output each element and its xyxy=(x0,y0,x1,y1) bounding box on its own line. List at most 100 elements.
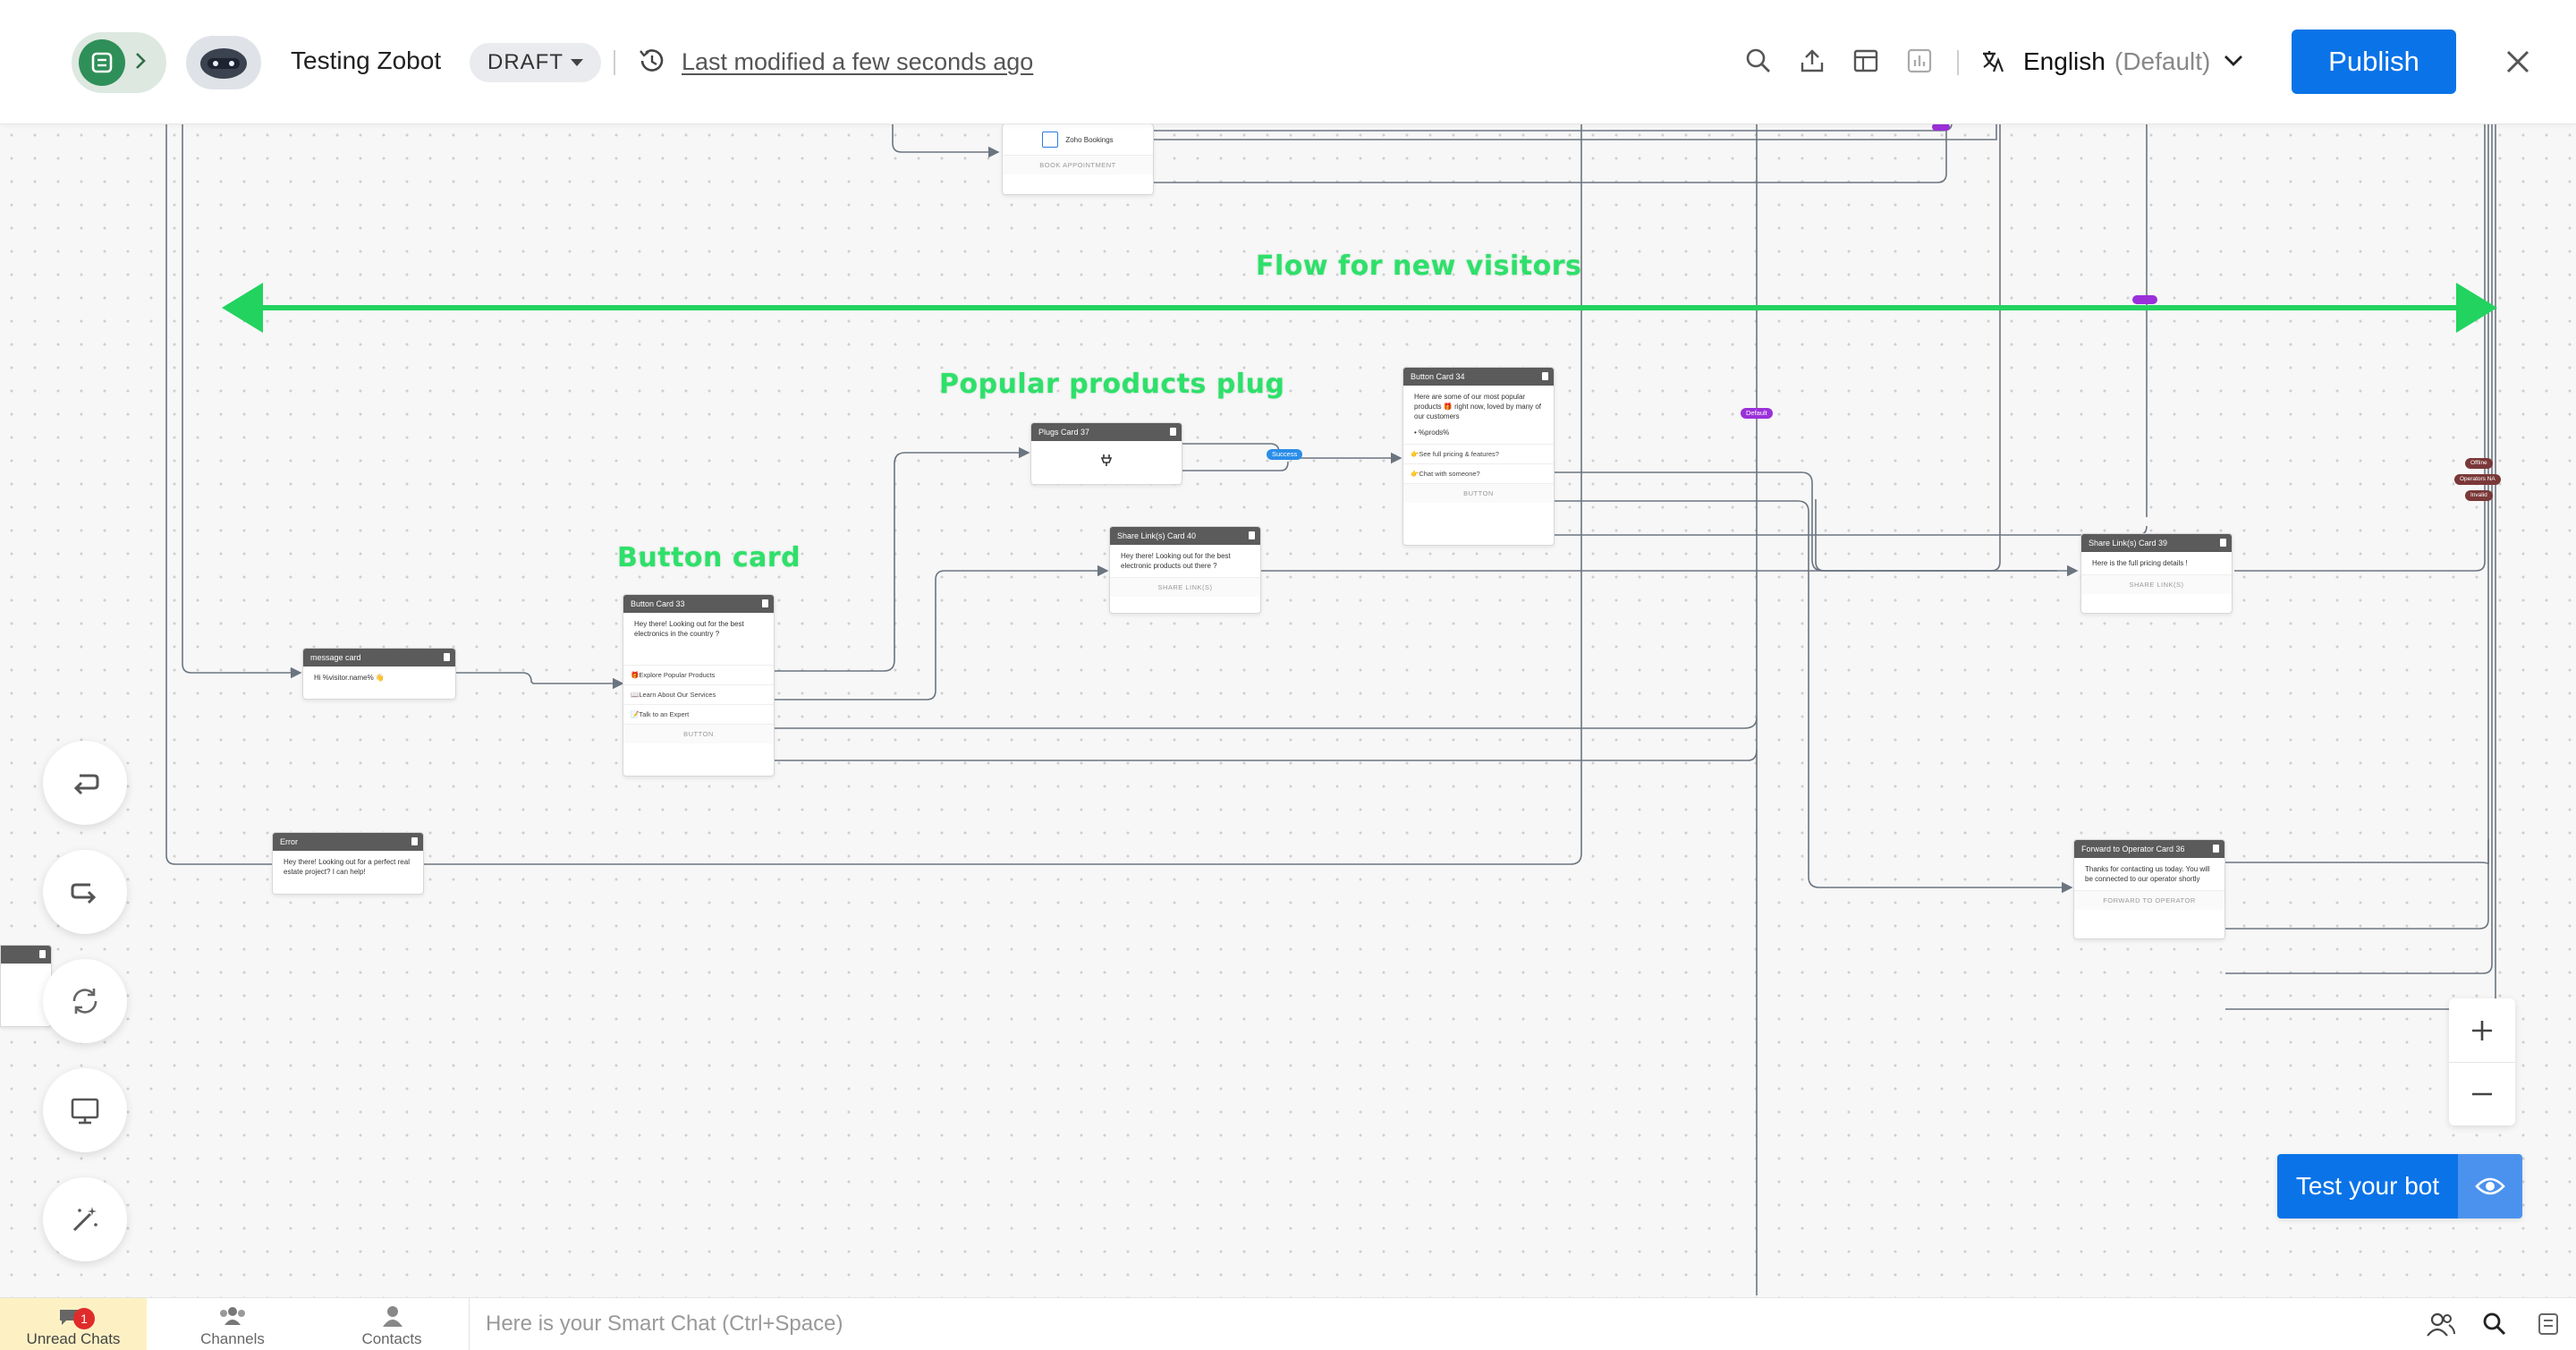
zoho-bookings-title: Zoho Bookings xyxy=(1065,135,1114,144)
card-footer: SHARE LINK(S) xyxy=(2081,574,2232,594)
layout-icon[interactable] xyxy=(1852,47,1880,80)
contacts-icon xyxy=(381,1305,404,1331)
delete-icon[interactable] xyxy=(39,950,46,958)
divider xyxy=(2449,1062,2515,1063)
plugs-card[interactable]: Plugs Card 37 xyxy=(1030,422,1182,485)
divider xyxy=(1957,50,1959,75)
delete-icon[interactable] xyxy=(411,837,418,845)
analytics-icon[interactable] xyxy=(1905,47,1934,80)
message-card[interactable]: message card Hi %visitor.name% 👋 xyxy=(302,648,456,700)
error-card[interactable]: Error Hey there! Looking out for a perfe… xyxy=(272,832,424,895)
test-bot-button[interactable]: Test your bot xyxy=(2277,1154,2522,1218)
tag-marker xyxy=(2132,295,2157,304)
caret-down-icon xyxy=(571,59,583,66)
language-default-tag: (Default) xyxy=(2114,47,2211,75)
preview-button[interactable] xyxy=(43,1068,127,1152)
zoho-bookings-card[interactable]: Zoho Bookings BOOK APPOINTMENT xyxy=(1002,123,1154,195)
unread-count-badge: 1 xyxy=(73,1308,95,1329)
card-title: Share Link(s) Card 39 xyxy=(2089,539,2168,548)
delete-icon[interactable] xyxy=(1249,531,1255,539)
test-bot-label[interactable]: Test your bot xyxy=(2277,1154,2458,1218)
delete-icon[interactable] xyxy=(1542,372,1548,380)
contacts-label: Contacts xyxy=(361,1330,422,1347)
redo-icon xyxy=(71,883,97,904)
language-selector-label[interactable]: English xyxy=(2023,47,2106,75)
flow-canvas[interactable]: Flow for new visitors Popular products p… xyxy=(0,123,2576,1297)
card-message: Hey there! Looking out for a perfect rea… xyxy=(284,858,410,876)
zoom-out-button[interactable] xyxy=(2449,1063,2515,1125)
refresh-icon xyxy=(72,989,97,1014)
zoom-controls xyxy=(2449,998,2515,1125)
card-title: Error xyxy=(280,837,298,846)
card-footer: BOOK APPOINTMENT xyxy=(1003,155,1153,174)
delete-icon[interactable] xyxy=(762,599,768,607)
history-icon[interactable] xyxy=(635,44,669,82)
delete-icon[interactable] xyxy=(444,653,450,661)
magic-wand-icon xyxy=(72,1207,97,1232)
translate-icon xyxy=(1980,48,2005,80)
refresh-button[interactable] xyxy=(43,959,127,1043)
invalid-tag: Invalid xyxy=(2465,490,2493,501)
visitors-icon[interactable] xyxy=(2426,1311,2456,1342)
smart-chat-input[interactable]: Here is your Smart Chat (Ctrl+Space) xyxy=(469,1298,2411,1350)
card-footer: BUTTON xyxy=(623,724,774,743)
card-title: Plugs Card 37 xyxy=(1038,428,1090,437)
app-nav-toggle[interactable] xyxy=(72,32,166,93)
notes-icon[interactable] xyxy=(2535,1311,2562,1342)
redo-button[interactable] xyxy=(43,850,127,934)
bot-name: Testing Zobot xyxy=(291,47,442,74)
card-title: Button Card 34 xyxy=(1411,372,1465,381)
bot-avatar xyxy=(186,36,261,89)
delete-icon[interactable] xyxy=(1170,428,1176,436)
delete-icon[interactable] xyxy=(2220,539,2226,547)
publish-button[interactable]: Publish xyxy=(2292,30,2456,94)
card-message: Hi %visitor.name% 👋 xyxy=(314,674,385,682)
close-icon[interactable] xyxy=(2503,47,2533,81)
channels-tab[interactable]: Channels xyxy=(147,1298,318,1350)
last-modified-link[interactable]: Last modified a few seconds ago xyxy=(682,48,1034,75)
card-option[interactable]: 🎁Explore Popular Products xyxy=(623,665,774,684)
upload-icon[interactable] xyxy=(1798,47,1826,80)
card-message: Hey there! Looking out for the best elec… xyxy=(1121,552,1231,570)
share-links-card-39[interactable]: Share Link(s) Card 39 Here is the full p… xyxy=(2080,533,2233,614)
forward-operator-card[interactable]: Forward to Operator Card 36 Thanks for c… xyxy=(2073,839,2225,939)
status-dropdown[interactable]: DRAFT xyxy=(470,43,601,82)
contacts-tab[interactable]: Contacts xyxy=(318,1298,465,1350)
plug-icon xyxy=(1031,441,1182,472)
card-option[interactable]: 👉See full pricing & features? xyxy=(1403,444,1554,463)
channels-icon xyxy=(218,1305,247,1331)
card-footer: SHARE LINK(S) xyxy=(1110,577,1260,597)
card-option[interactable]: 📝Talk to an Expert xyxy=(623,704,774,724)
unread-chats-label: Unread Chats xyxy=(26,1330,121,1347)
card-message: Here are some of our most popular produc… xyxy=(1414,393,1542,420)
top-header: Testing Zobot DRAFT Last modified a few … xyxy=(0,0,2576,124)
undo-button[interactable] xyxy=(43,741,127,825)
offline-tag: Offline xyxy=(2465,458,2493,469)
chevron-right-icon xyxy=(134,51,147,75)
button-card-34[interactable]: Button Card 34 Here are some of our most… xyxy=(1402,367,1555,546)
auto-arrange-button[interactable] xyxy=(43,1177,127,1261)
channels-label: Channels xyxy=(200,1330,265,1347)
plus-icon xyxy=(2472,1020,2492,1040)
card-option[interactable]: 📖Learn About Our Services xyxy=(623,684,774,704)
chevron-down-icon[interactable] xyxy=(2222,52,2245,74)
unread-chats-tab[interactable]: 1 Unread Chats xyxy=(0,1298,147,1350)
search-icon[interactable] xyxy=(2481,1311,2508,1342)
card-title: message card xyxy=(310,653,361,662)
bottom-bar: 1 Unread Chats Channels Contacts Here is… xyxy=(0,1297,2576,1350)
monitor-icon xyxy=(71,1098,99,1125)
annotation-flow-new-visitors: Flow for new visitors xyxy=(1256,250,1582,282)
eye-icon[interactable] xyxy=(2458,1154,2522,1218)
delete-icon[interactable] xyxy=(2213,845,2219,853)
button-card-33[interactable]: Button Card 33 Hey there! Looking out fo… xyxy=(623,594,775,777)
tag-marker xyxy=(1932,123,1950,131)
card-title: Share Link(s) Card 40 xyxy=(1117,531,1197,540)
search-icon[interactable] xyxy=(1744,47,1773,80)
undo-icon xyxy=(73,774,99,795)
card-option[interactable]: 👉Chat with someone? xyxy=(1403,463,1554,483)
zoom-in-button[interactable] xyxy=(2449,998,2515,1062)
divider xyxy=(614,50,615,75)
share-links-card-40[interactable]: Share Link(s) Card 40 Hey there! Looking… xyxy=(1109,526,1261,614)
offscreen-card[interactable] xyxy=(0,945,52,1027)
success-tag: Success xyxy=(1267,449,1303,460)
